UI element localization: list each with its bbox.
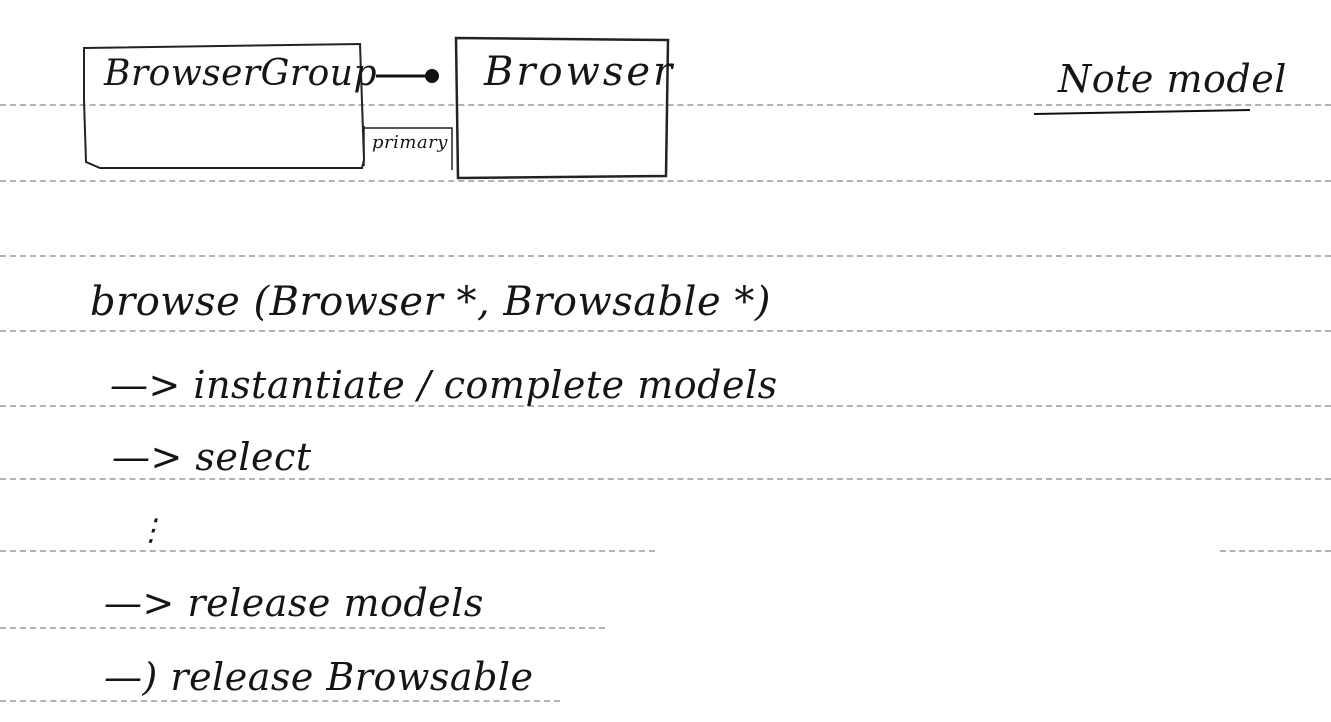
rule-line (0, 405, 1331, 407)
rule-line (0, 627, 605, 629)
rule-line (1220, 550, 1331, 552)
rule-line (0, 255, 1331, 257)
primary-label: primary (372, 132, 448, 153)
primary-connector-dot (425, 69, 439, 83)
rule-line (0, 550, 655, 552)
rule-line (0, 330, 1331, 332)
rule-line (0, 478, 1331, 480)
step-release-models: —> release models (104, 581, 484, 625)
browser-label: Browser (484, 49, 676, 95)
step-release-browsable: —) release Browsable (104, 655, 534, 699)
note-model-heading: Note model (1058, 57, 1287, 101)
browse-signature: browse (Browser *, Browsable *) (90, 279, 771, 325)
rule-line (0, 700, 560, 702)
browsergroup-label: BrowserGroup (104, 53, 378, 94)
step-ellipsis: ⋮ (136, 513, 167, 548)
step-instantiate: —> instantiate / complete models (110, 363, 778, 407)
browser-box (454, 36, 670, 180)
primary-label-bracket (363, 126, 453, 170)
browsergroup-box (83, 42, 366, 169)
heading-underline (1033, 109, 1251, 115)
step-select: —> select (112, 435, 312, 479)
rule-line (0, 180, 1331, 182)
rule-line (0, 104, 1331, 106)
